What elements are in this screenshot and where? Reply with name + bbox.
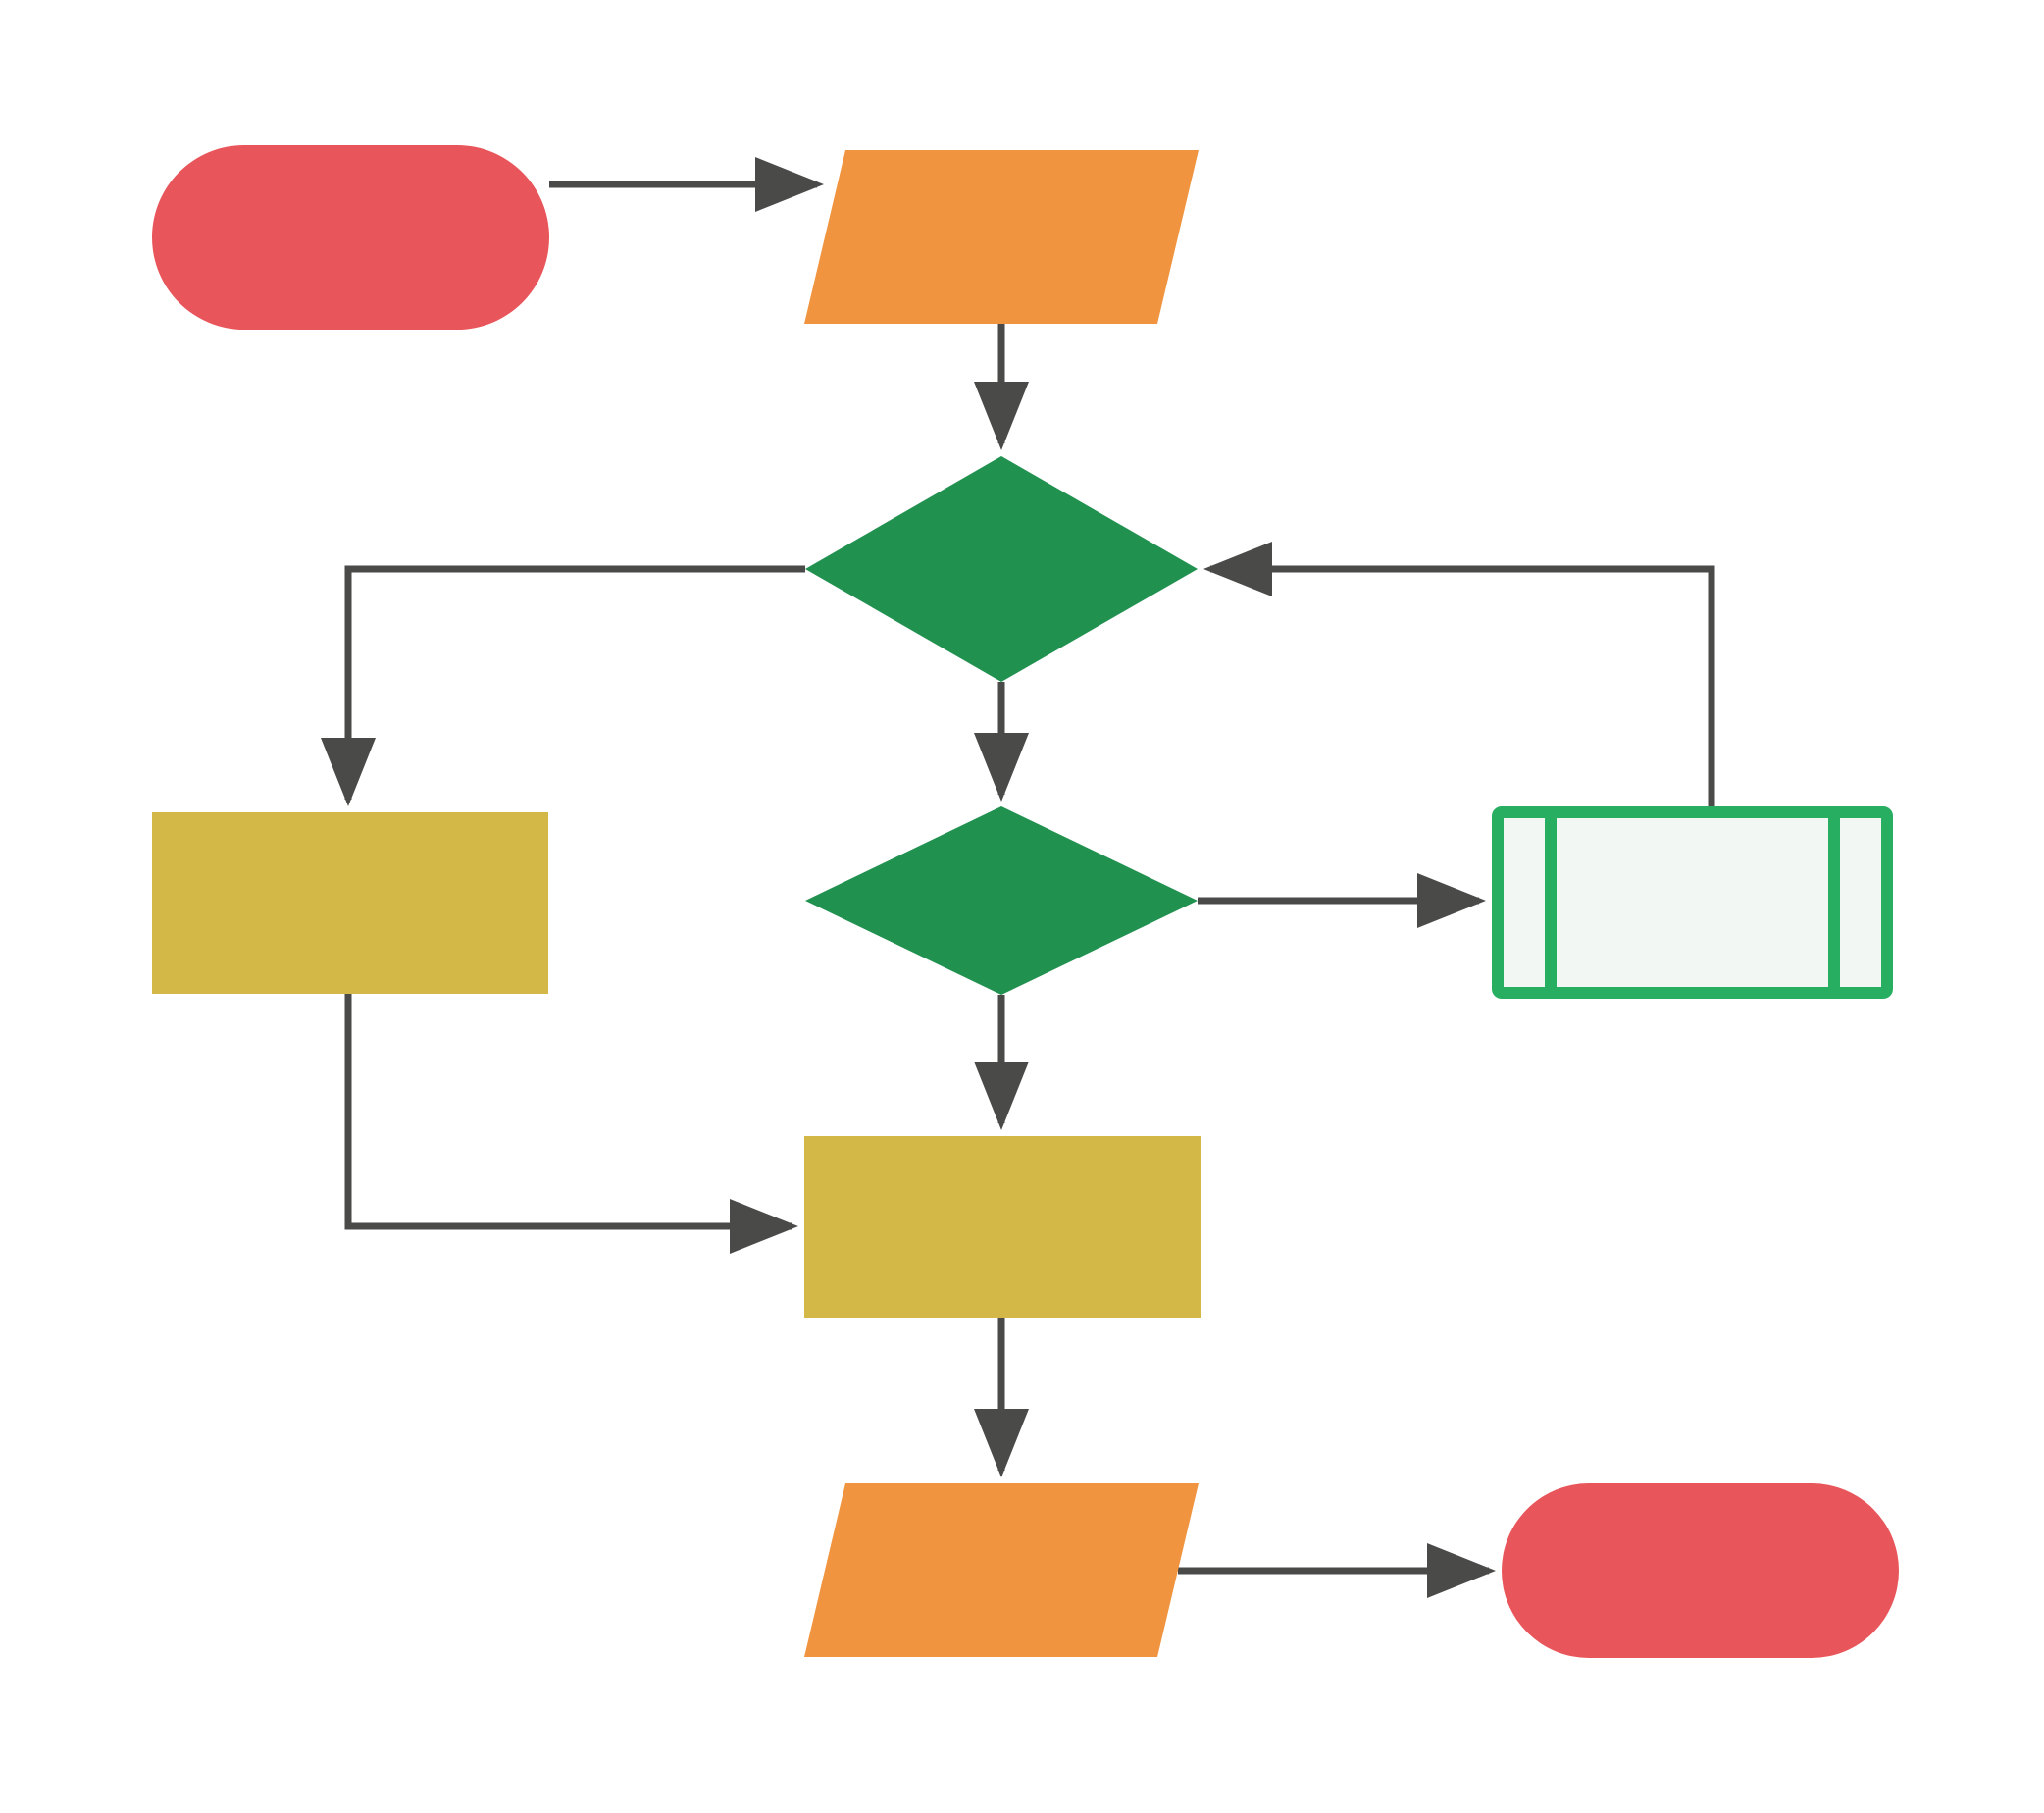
edge-predefined-loopback-to-decision1 — [1203, 542, 1715, 806]
predefined-process-shape — [1492, 806, 1893, 999]
start-terminal[interactable] — [152, 145, 549, 330]
end-terminal-shape — [1502, 1483, 1899, 1658]
start-terminal-shape — [152, 145, 549, 330]
process-left[interactable] — [152, 812, 548, 994]
predefined-process[interactable] — [1492, 806, 1893, 999]
edge-process-left-to-process-center — [344, 994, 798, 1254]
input-output-top[interactable] — [804, 150, 1199, 324]
process-left-shape — [152, 812, 548, 994]
decision-secondary[interactable] — [805, 806, 1198, 995]
edges-layer — [321, 157, 1715, 1598]
edge-decision1-to-process-left — [321, 565, 805, 806]
input-output-bottom[interactable] — [804, 1483, 1199, 1657]
decision-primary-shape — [805, 456, 1198, 682]
input-output-top-shape — [804, 150, 1199, 324]
end-terminal[interactable] — [1502, 1483, 1899, 1658]
input-output-bottom-shape — [804, 1483, 1199, 1657]
process-center[interactable] — [804, 1136, 1201, 1318]
decision-secondary-shape — [805, 806, 1198, 995]
process-center-shape — [804, 1136, 1201, 1318]
nodes-layer — [152, 145, 1899, 1658]
decision-primary[interactable] — [805, 456, 1198, 682]
